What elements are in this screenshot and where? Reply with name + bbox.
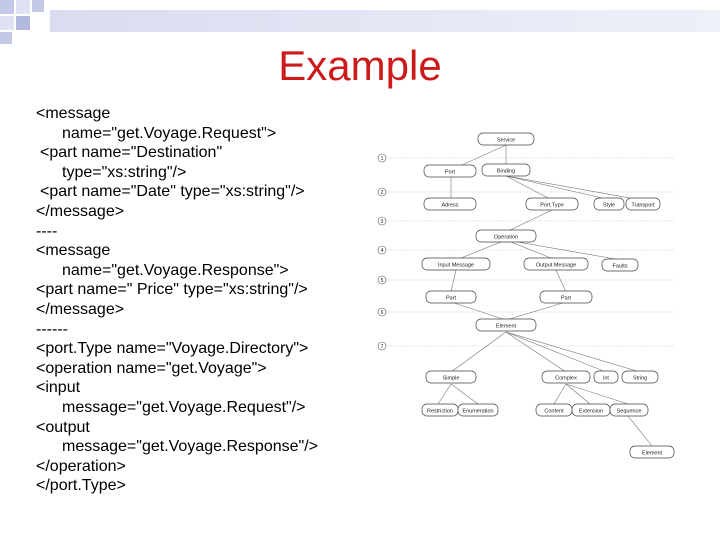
node-restriction: Restriction: [427, 409, 453, 415]
node-address: Adress: [441, 203, 458, 209]
node-output-message: Output Message: [536, 263, 576, 269]
svg-text:1: 1: [381, 156, 384, 162]
code-line: <message: [36, 105, 111, 122]
svg-text:4: 4: [381, 248, 384, 254]
node-service: Service: [497, 138, 515, 144]
node-content: Content: [544, 409, 564, 415]
code-line: type="xs:string"/>: [62, 163, 187, 181]
level-marker: 4: [377, 245, 387, 255]
code-line: message="get.Voyage.Response"/>: [62, 438, 318, 456]
wsdl-structure-diagram: 1 2 3 4 5 6 7: [366, 120, 696, 470]
node-port-type: Port.Type: [540, 203, 564, 209]
level-marker: 7: [377, 341, 387, 351]
level-marker: 1: [377, 153, 387, 163]
slide-title: Example: [278, 42, 442, 89]
node-element-bottom: Element: [642, 451, 663, 457]
code-line: <part name="Date" type="xs:string"/>: [40, 183, 305, 201]
svg-text:2: 2: [381, 190, 384, 196]
level-marker: 2: [377, 187, 387, 197]
level-marker: 5: [377, 275, 387, 285]
code-line: <part name="Destination": [40, 144, 223, 162]
svg-text:5: 5: [381, 278, 384, 284]
node-simple: Simple: [443, 376, 460, 382]
code-line: </port.Type>: [36, 477, 126, 495]
node-extension: Extension: [579, 409, 603, 415]
svg-text:3: 3: [381, 219, 384, 225]
svg-text:7: 7: [381, 344, 384, 350]
code-line: </message>: [36, 202, 125, 220]
node-input-message: Input Message: [438, 263, 474, 269]
level-marker: 6: [377, 307, 387, 317]
node-part-1: Part: [446, 296, 457, 302]
node-faults: Faults: [613, 264, 628, 270]
node-port: Port: [445, 170, 456, 176]
node-style: Style: [603, 203, 615, 209]
code-block: <message name="get.Voyage.Request"> <part…: [36, 104, 376, 496]
svg-text:6: 6: [381, 310, 384, 316]
code-line: <operation name="get.Voyage">: [36, 359, 267, 377]
code-line: <message: [36, 242, 111, 260]
code-line: <input: [36, 379, 81, 397]
code-line: name="get.Voyage.Response">: [62, 261, 289, 279]
header-bar: [50, 10, 720, 32]
node-binding: Binding: [497, 169, 515, 175]
code-line: ------: [36, 320, 68, 338]
node-part-2: Part: [561, 296, 572, 302]
corner-decoration: [0, 0, 60, 45]
code-line: <part name=" Price" type="xs:string"/>: [36, 281, 308, 299]
node-enumeration: Enumeration: [462, 409, 493, 415]
node-transport: Transport: [631, 203, 655, 209]
code-line: <output: [36, 418, 90, 436]
node-complex: Complex: [555, 376, 577, 382]
code-line: </message>: [36, 300, 125, 318]
node-int: int: [603, 376, 609, 382]
code-line: message="get.Voyage.Request"/>: [62, 398, 306, 416]
node-string: String: [633, 376, 647, 382]
node-sequence: Sequence: [617, 409, 642, 415]
level-marker: 3: [377, 216, 387, 226]
code-line: </operation>: [36, 457, 126, 475]
code-line: name="get.Voyage.Request">: [62, 124, 277, 142]
code-line: <port.Type name="Voyage.Directory">: [36, 340, 309, 358]
node-operation: Operation: [494, 235, 518, 241]
node-element: Element: [496, 324, 517, 330]
code-line: ----: [36, 222, 58, 240]
